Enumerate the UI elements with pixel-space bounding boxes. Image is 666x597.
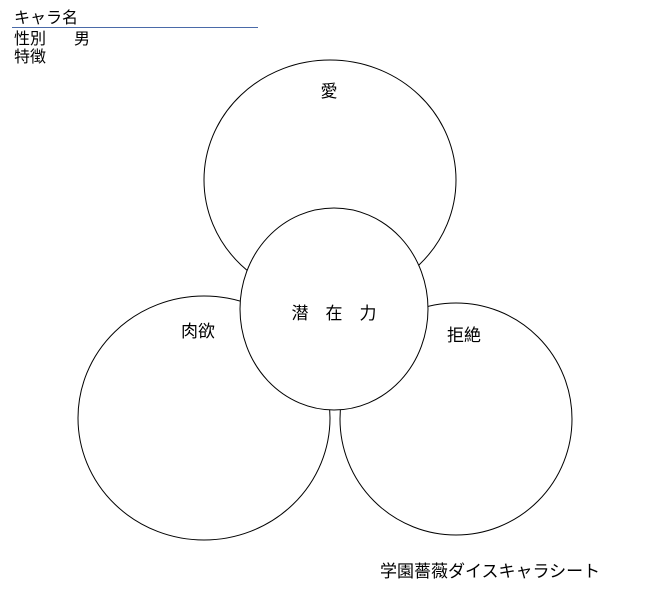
name-label: キャラ名 [14, 8, 79, 27]
label-rejection: 拒絶 [447, 326, 481, 346]
label-lust: 肉欲 [181, 322, 215, 342]
gender-value: 男 [74, 29, 91, 48]
circle-center [239, 207, 429, 411]
label-love: 愛 [320, 82, 338, 102]
name-underline [12, 27, 258, 28]
gender-label: 性別 [14, 29, 47, 48]
label-potential: 潜 在 力 [291, 304, 377, 324]
sheet-title: 学園薔薇ダイスキャラシート [380, 562, 601, 582]
traits-label: 特徴 [14, 47, 47, 66]
